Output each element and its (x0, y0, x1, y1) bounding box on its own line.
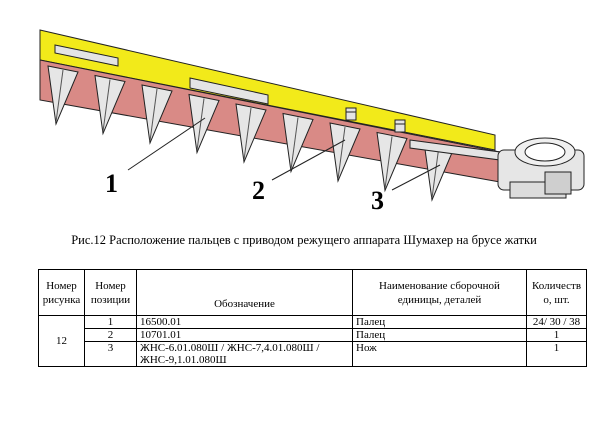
guard-finger-edge (149, 88, 158, 142)
callout-1: 1 (105, 169, 118, 198)
table-row: 2 10701.01 Палец 1 (39, 328, 587, 342)
drive-clamp (497, 137, 585, 199)
guard-finger (235, 103, 267, 164)
finger-row (47, 65, 455, 202)
guard-finger-edge (196, 98, 205, 151)
bolt-1 (345, 107, 357, 121)
parts-table: Номер рисунка Номер позиции Обозначение … (38, 269, 587, 367)
table-row: 3 ЖНС-6.01.080Ш / ЖНС-7,4.01.080Ш / ЖНС-… (39, 341, 587, 367)
guard-finger-edge (384, 136, 393, 189)
cutter-bar-illustration: 1 2 3 (39, 29, 585, 215)
leader-line-1 (127, 117, 206, 171)
figure-caption: Рис.12 Расположение пальцев с приводом р… (71, 233, 537, 247)
name-cell: Нож (352, 341, 527, 367)
position-cell: 1 (84, 315, 137, 329)
guard-finger-edge (243, 107, 252, 161)
callout-2: 2 (252, 176, 265, 205)
position-cell: 3 (84, 341, 137, 367)
figure-number-cell: 12 (38, 315, 85, 367)
designation-cell: ЖНС-6.01.080Ш / ЖНС-7,4.01.080Ш / ЖНС-9,… (136, 341, 353, 367)
cutter-bar-drawing (39, 29, 585, 202)
header-figure-no: Номер рисунка (38, 269, 85, 316)
guard-finger-edge (290, 117, 299, 170)
quantity-cell: 24/ 30 / 38 (526, 315, 587, 329)
bolt-2 (394, 119, 406, 133)
guard-finger (47, 65, 79, 126)
guard-finger-edge (102, 79, 111, 132)
designation-cell: 16500.01 (136, 315, 353, 329)
clamp-plate-2 (189, 77, 269, 105)
guard-finger-edge (431, 145, 440, 199)
guard-finger (376, 131, 408, 193)
guard-finger (188, 93, 220, 155)
leader-line-2 (271, 139, 346, 181)
callout-3: 3 (371, 186, 384, 215)
quantity-cell: 1 (526, 341, 587, 367)
guard-finger (329, 122, 361, 183)
guard-finger (141, 84, 173, 145)
header-position-no: Номер позиции (84, 269, 137, 316)
guard-finger (282, 112, 314, 174)
header-name: Наименование сборочной единицы, деталей (352, 269, 527, 316)
leader-line-3 (391, 164, 441, 191)
header-designation: Обозначение (136, 269, 353, 316)
position-cell: 2 (84, 328, 137, 342)
guard-finger-edge (337, 126, 346, 180)
name-cell: Палец (352, 328, 527, 342)
guard-finger-edge (55, 69, 64, 123)
designation-cell: 10701.01 (136, 328, 353, 342)
quantity-cell: 1 (526, 328, 587, 342)
header-quantity: Количеств о, шт. (526, 269, 587, 316)
name-cell: Палец (352, 315, 527, 329)
table-row: 12 1 16500.01 Палец 24/ 30 / 38 (38, 315, 587, 367)
guard-finger (94, 74, 126, 136)
table-header-row: Номер рисунка Номер позиции Обозначение … (38, 269, 587, 316)
clamp-plate-1 (54, 44, 119, 67)
header-bar (39, 29, 496, 151)
